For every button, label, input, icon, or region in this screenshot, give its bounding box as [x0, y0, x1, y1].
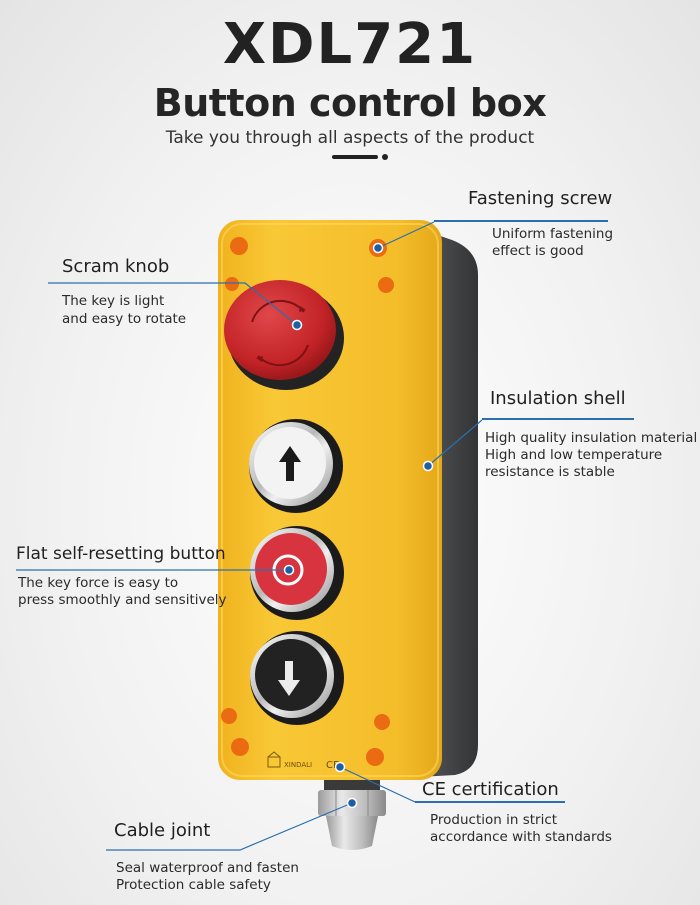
- callout-title-fastening-screw: Fastening screw: [468, 188, 613, 209]
- callout-title-ce-certification: CE certification: [422, 779, 559, 800]
- callout-desc-fastening-screw-1: Uniform fastening: [492, 226, 614, 242]
- callout-desc-flat-button-1: The key force is easy to: [18, 575, 179, 591]
- flat-self-resetting-button: [250, 526, 344, 620]
- callout-desc-ce-1: Production in strict: [430, 812, 558, 828]
- callout-desc-scram-knob-1: The key is light: [62, 293, 165, 309]
- callout-rule-ce-certification: [415, 801, 565, 803]
- callout-rule-insulation-shell: [482, 418, 634, 420]
- callout-rule-fastening-screw: [434, 220, 608, 222]
- arrow-up-icon: [279, 446, 301, 481]
- ce-mark-text: CE: [326, 760, 339, 771]
- tagline: Take you through all aspects of the prod…: [165, 128, 535, 148]
- leader-scram-knob: [48, 282, 298, 326]
- callout-desc-fastening-screw-2: effect is good: [492, 243, 584, 259]
- callout-desc-insulation-shell-3: resistance is stable: [485, 464, 615, 480]
- leader-fastening-screw: [377, 221, 435, 249]
- up-button: [249, 419, 343, 513]
- callout-title-flat-button: Flat self-resetting button: [16, 544, 226, 564]
- title-underline-dot: [382, 154, 388, 160]
- brand-mark-text: XINDALI: [284, 761, 312, 769]
- scram-knob: [224, 280, 344, 390]
- leader-insulation-shell: [427, 419, 483, 467]
- down-button: [250, 631, 344, 725]
- brand-mark-icon: [267, 751, 281, 768]
- callout-title-insulation-shell: Insulation shell: [490, 388, 626, 409]
- cable-gland: [318, 780, 386, 850]
- product-name-heading: Button control box: [153, 81, 547, 125]
- screw-holes: [221, 237, 394, 766]
- callout-desc-cable-joint-1: Seal waterproof and fasten: [116, 860, 299, 876]
- callout-desc-flat-button-2: press smoothly and sensitively: [18, 592, 227, 608]
- callout-desc-insulation-shell-1: High quality insulation material: [485, 430, 698, 446]
- arrow-down-icon: [278, 661, 300, 696]
- title-underline: [332, 155, 378, 159]
- callout-title-scram-knob: Scram knob: [62, 256, 170, 277]
- leader-cable-joint: [106, 802, 353, 851]
- callout-title-cable-joint: Cable joint: [114, 820, 211, 841]
- callout-desc-scram-knob-2: and easy to rotate: [62, 311, 187, 327]
- callout-desc-insulation-shell-2: High and low temperature: [485, 447, 663, 463]
- callout-desc-ce-2: accordance with standards: [430, 829, 612, 845]
- callout-desc-cable-joint-2: Protection cable safety: [116, 877, 271, 893]
- leader-ce: [339, 766, 416, 803]
- product-model-title: XDL721: [222, 12, 478, 77]
